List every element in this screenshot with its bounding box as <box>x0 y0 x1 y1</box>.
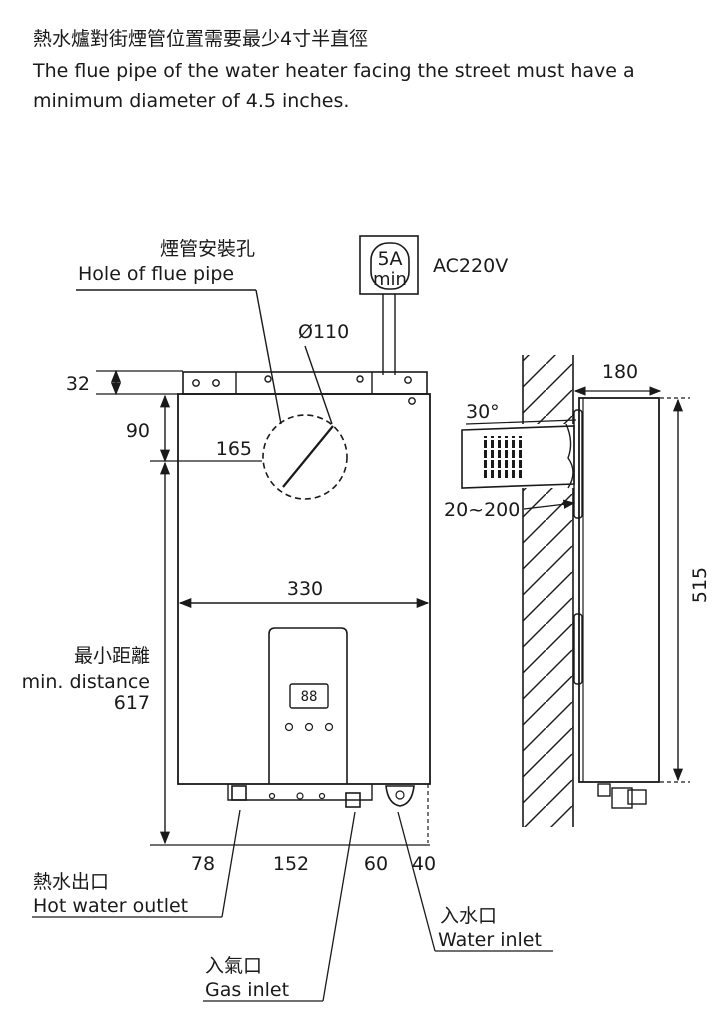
dim-top-to-hole: 90 <box>126 420 150 442</box>
voltage-label: AC220V <box>433 255 508 277</box>
dim-outlet-to-gas: 152 <box>273 853 309 875</box>
power-plug-box: 5A min <box>359 235 419 375</box>
control-panel: 88 <box>268 627 348 784</box>
hot-water-outlet-label-en: Hot water outlet <box>33 895 188 917</box>
dim-flue-length: 20~200 <box>444 499 520 521</box>
gas-inlet-label-en: Gas inlet <box>205 979 289 1001</box>
dim-side-to-hole: 165 <box>216 438 252 460</box>
hot-water-outlet-label-zh: 熱水出口 <box>33 871 109 893</box>
header: 熱水爐對街煙管位置需要最少4寸半直徑 The flue pipe of the … <box>33 24 713 116</box>
display-screen <box>289 683 329 709</box>
flue-pipe-side <box>461 423 575 489</box>
dim-water-to-edge: 40 <box>412 853 436 875</box>
display-digits: 88 <box>301 689 318 705</box>
dim-top-bracket: 32 <box>66 373 90 395</box>
mounting-bracket <box>182 371 428 405</box>
water-inlet-label-en: Water inlet <box>438 929 542 951</box>
power-button-icon[interactable] <box>304 722 314 732</box>
dim-depth: 180 <box>602 361 638 383</box>
flue-hole-label-zh: 煙管安裝孔 <box>160 238 255 260</box>
flue-hole-label-en: Hole of flue pipe <box>78 263 234 285</box>
dim-outlet-offset: 78 <box>191 853 215 875</box>
power-rating: 5A <box>377 248 402 270</box>
gas-inlet-label-zh: 入氣口 <box>205 955 262 977</box>
plus-button-icon[interactable] <box>324 722 334 732</box>
title-chinese: 熱水爐對街煙管位置需要最少4寸半直徑 <box>33 28 369 50</box>
minus-button-icon[interactable] <box>284 722 294 732</box>
heater-body-side <box>573 397 660 809</box>
title-english: The flue pipe of the water heater facing… <box>33 60 635 112</box>
bottom-fittings <box>227 784 415 808</box>
min-distance-label-en: min. distance <box>22 671 150 693</box>
power-min: min <box>373 269 407 290</box>
dim-min-distance: 617 <box>114 692 150 714</box>
flue-hole-leader <box>255 289 282 425</box>
dim-width: 330 <box>287 578 323 600</box>
dim-height: 515 <box>689 567 711 603</box>
dim-gas-to-water: 60 <box>364 853 388 875</box>
min-distance-label-zh: 最小距離 <box>74 645 150 667</box>
water-inlet-label-zh: 入水口 <box>440 905 497 927</box>
flue-hole-circle <box>262 414 348 500</box>
heater-body-front <box>177 393 431 785</box>
angle-label: 30° <box>466 401 500 423</box>
diameter-label: Ø110 <box>298 321 349 343</box>
